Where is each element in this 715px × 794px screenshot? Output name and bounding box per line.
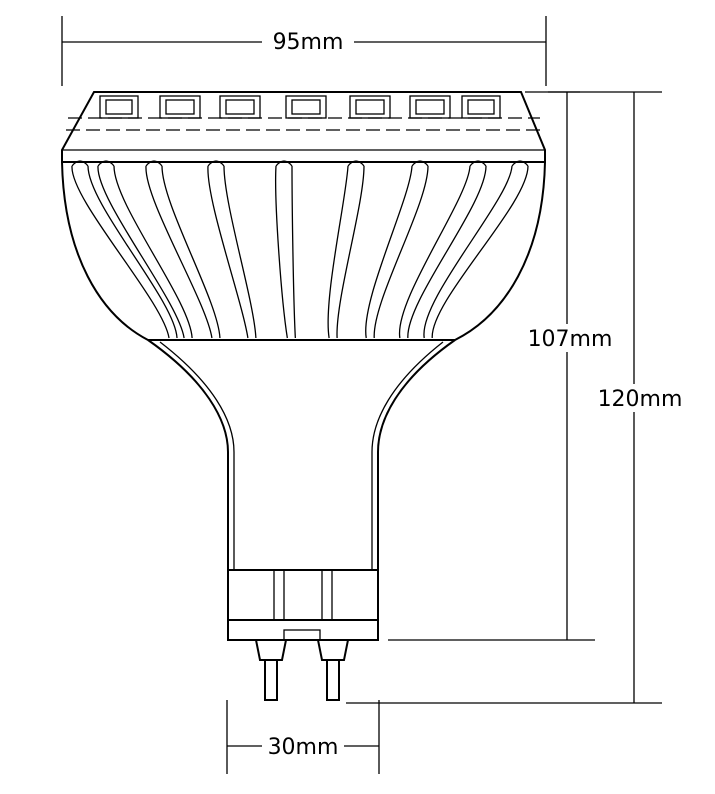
vent-slot-inner: [355, 99, 385, 115]
vent-slot: [219, 95, 261, 119]
heatsink-fin: [207, 160, 257, 339]
heatsink-fin: [145, 160, 221, 339]
pin-spacing-label: 30mm: [268, 735, 339, 760]
vent-slot-inner: [225, 99, 255, 115]
heatsink-fin: [423, 160, 529, 339]
vent-slot: [159, 95, 201, 119]
lamp-neck: [147, 339, 456, 570]
heatsink-fin: [365, 160, 429, 339]
heatsink-fins: [71, 160, 529, 339]
vent-slot: [285, 95, 327, 119]
vent-slot: [99, 95, 139, 119]
heatsink-body: [61, 160, 546, 341]
vent-slot-inner: [105, 99, 133, 115]
heatsink-fin: [97, 160, 193, 339]
vent-slots: [99, 95, 501, 119]
heatsink-fin: [399, 160, 487, 339]
vent-slot-inner: [165, 99, 195, 115]
heatsink-fin: [327, 160, 365, 339]
heatsink-fin: [71, 160, 178, 339]
dimension-body-height: 107mm: [388, 91, 616, 641]
width-label: 95mm: [273, 30, 344, 55]
dimension-pin-spacing: 30mm: [226, 700, 380, 774]
dimension-width: 95mm: [61, 16, 547, 86]
body-height-label: 107mm: [528, 327, 613, 352]
total-height-label: 120mm: [598, 387, 683, 412]
vent-slot-inner: [467, 99, 495, 115]
vent-slot: [461, 95, 501, 119]
vent-slot-inner: [291, 99, 321, 115]
lamp-base: [227, 569, 379, 641]
vent-slot: [409, 95, 451, 119]
lamp-head-ring: [61, 91, 546, 163]
vent-slot: [349, 95, 391, 119]
vent-slot-inner: [415, 99, 445, 115]
dimension-total-height: 120mm: [346, 91, 688, 704]
lamp-pins: [255, 639, 349, 701]
heatsink-fin: [275, 160, 296, 339]
